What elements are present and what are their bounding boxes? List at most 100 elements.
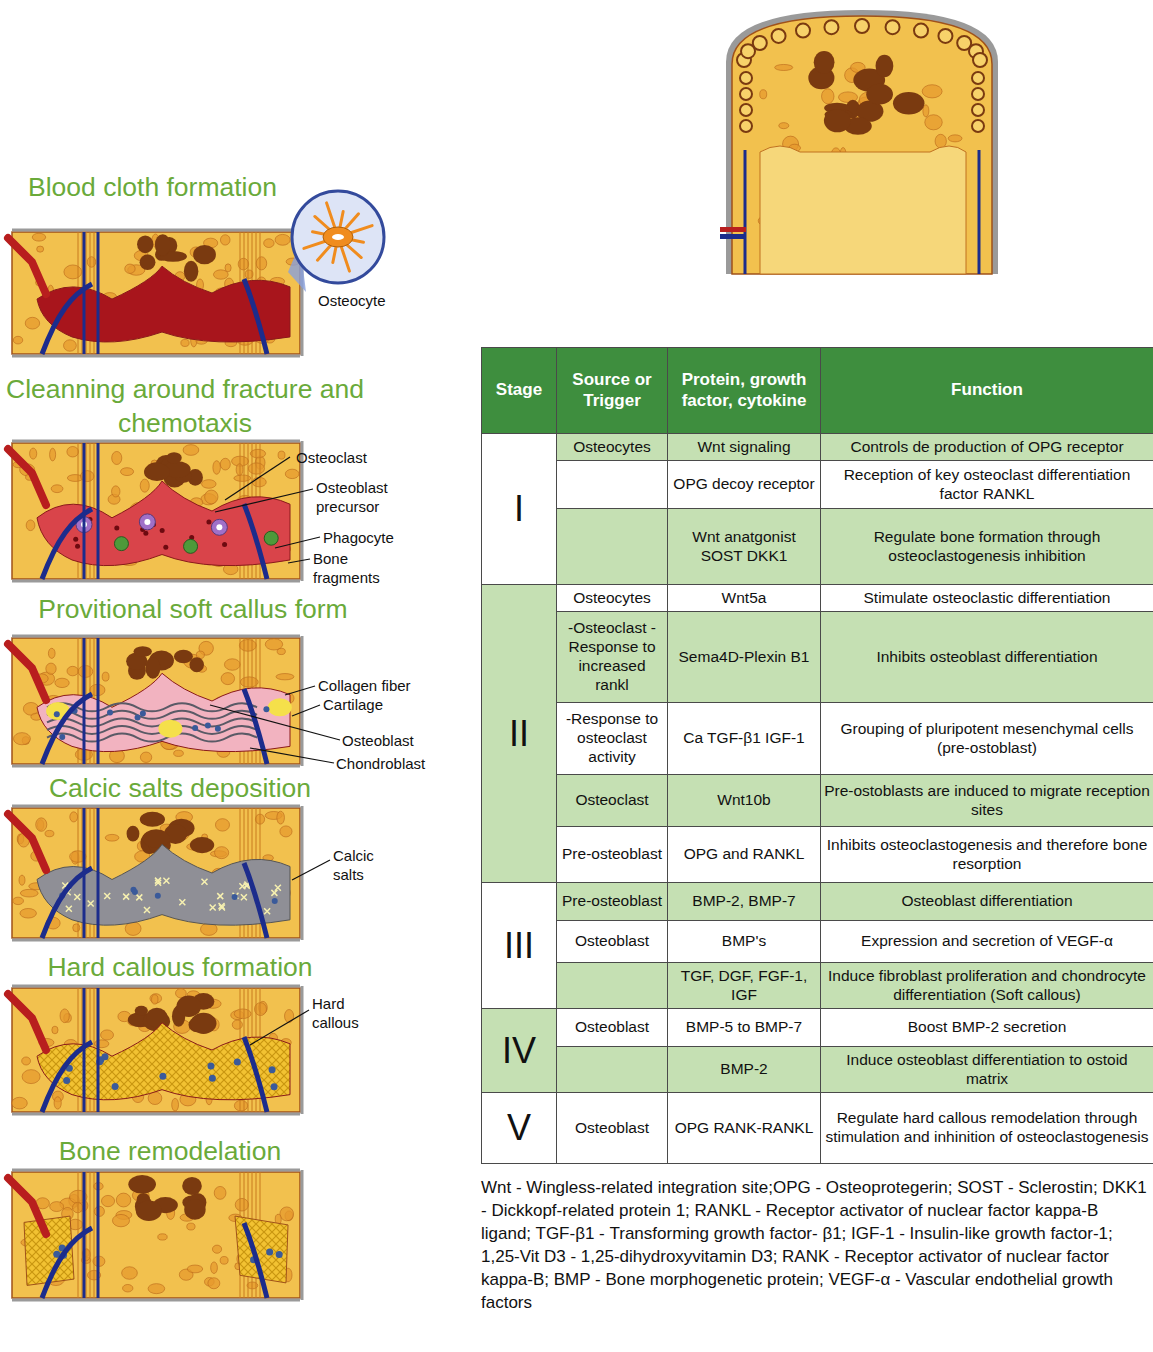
calcic-salt xyxy=(144,907,150,913)
calcic-salt xyxy=(217,893,223,899)
table-cell: Inhibits osteoblast differentiation xyxy=(820,611,1153,703)
table-cell xyxy=(556,460,668,509)
precursor-cell xyxy=(264,531,278,545)
osteoblast-cell xyxy=(102,1053,109,1060)
artery xyxy=(720,227,746,232)
spongy-bone xyxy=(760,90,767,99)
bone-illustration xyxy=(8,806,302,940)
spongy-bone xyxy=(150,994,162,1004)
table-cell-text: Controls de production of OPG receptor xyxy=(850,438,1123,457)
cortical-stripe xyxy=(98,232,99,354)
spongy-bone xyxy=(140,752,151,762)
marrow-blob xyxy=(145,657,160,679)
table-cell-text: II xyxy=(509,714,529,754)
calcic-salt xyxy=(219,905,225,911)
spongy-bone xyxy=(215,847,229,859)
spongy-bone xyxy=(48,648,55,658)
spongy-bone xyxy=(202,480,217,489)
osteon xyxy=(740,88,752,100)
cortical-stripe xyxy=(98,988,99,1112)
spongy-bone xyxy=(20,889,38,897)
table-cell: Regulate bone formation through osteocla… xyxy=(820,508,1153,585)
table-cell: Sema4D-Plexin B1 xyxy=(667,611,821,703)
osteoblast-cell xyxy=(192,725,198,731)
periosteum xyxy=(12,441,302,581)
osteon xyxy=(796,24,810,38)
table-cell-text: BMP-2 xyxy=(720,1060,767,1079)
spongy-bone xyxy=(32,233,45,241)
periosteum xyxy=(12,806,302,940)
blood-vessel xyxy=(97,1172,100,1298)
marrow-blob xyxy=(191,1013,217,1034)
callout-label: Calcic salts xyxy=(333,846,393,884)
table-cell-text: Osteoblast xyxy=(575,932,649,951)
table-cell-text: Induce fibroblast proliferation and chon… xyxy=(824,967,1150,1005)
stage-title: Cleanning around fracture and chemotaxis xyxy=(5,372,365,440)
spongy-bone xyxy=(152,995,158,1004)
spongy-bone xyxy=(213,461,221,475)
spongy-bone xyxy=(36,818,47,831)
spongy-bone xyxy=(30,448,37,459)
table-cell: Osteoclast xyxy=(556,774,668,827)
stage-cell: III xyxy=(481,882,557,1009)
osteoblast-cell xyxy=(215,726,221,732)
stage-title-panel: Cleanning around fracture and chemotaxis xyxy=(5,372,365,440)
marrow-blob xyxy=(127,826,140,842)
blood-cell xyxy=(163,545,168,550)
spongy-bone xyxy=(64,340,77,351)
spongy-bone xyxy=(13,733,30,745)
osteoblast-cell xyxy=(272,898,278,904)
table-cell: Osteoblast xyxy=(556,920,668,963)
cortical-stripe xyxy=(98,638,99,764)
table-cell-text: Inhibits osteoblast differentiation xyxy=(876,648,1097,667)
marrow-blob xyxy=(144,463,170,481)
table-cell-text: V xyxy=(507,1108,531,1148)
table-cell: TGF, DGF, FGF-1, IGF xyxy=(667,962,821,1009)
osteon xyxy=(886,20,900,34)
table-cell xyxy=(556,508,668,585)
stage-title: Hard callous formation xyxy=(20,950,340,984)
marrow-blob xyxy=(136,1201,162,1222)
table-cell: Expression and secretion of VEGF-α xyxy=(820,920,1153,963)
calcic-salt xyxy=(74,894,80,900)
table-cell-text: Osteoblast xyxy=(575,1018,649,1037)
bone-illustration xyxy=(8,230,302,356)
spongy-bone xyxy=(116,1193,130,1207)
callout-label: Osteoclast xyxy=(296,448,367,467)
spongy-bone xyxy=(252,477,266,486)
table-cell: -Response to osteoclast activity xyxy=(556,702,668,775)
table-cell-text: TGF, DGF, FGF-1, IGF xyxy=(671,967,817,1005)
table-cell-text: Osteoblast xyxy=(575,1119,649,1138)
stage-cell: I xyxy=(481,433,557,585)
table-cell-text: Pre-osteoblast xyxy=(562,892,662,911)
leader-line xyxy=(292,705,320,716)
stage-title-panel: Blood cloth formation xyxy=(5,170,300,204)
osteon xyxy=(972,88,984,100)
osteoblast-cell xyxy=(209,1075,216,1082)
table-header-cell: Protein, growth factor, cytokine xyxy=(667,347,821,434)
spongy-bone xyxy=(67,666,78,675)
marrow-blob xyxy=(133,646,151,657)
table-cell-text: BMP-5 to BMP-7 xyxy=(686,1018,802,1037)
leader-line xyxy=(225,457,290,500)
osteon xyxy=(855,19,869,33)
marrow-blob xyxy=(866,84,893,105)
osteoblast-cell xyxy=(112,1083,119,1090)
blood-cell xyxy=(143,531,148,536)
table-cell-text: I xyxy=(514,489,524,529)
spongy-bone xyxy=(948,135,962,142)
spongy-bone xyxy=(45,830,54,836)
osteoclast-cell xyxy=(216,524,222,530)
osteoblast-cell xyxy=(263,706,269,712)
table-cell: Reception of key osteoclast differentiat… xyxy=(820,460,1153,509)
table-header-cell: Source or Trigger xyxy=(556,347,668,434)
table-cell-text: -Response to osteoclast activity xyxy=(560,710,664,767)
osteocyte-nucleus xyxy=(332,234,344,240)
spongy-bone xyxy=(250,449,265,458)
spongy-bone xyxy=(101,1195,114,1206)
spongy-bone xyxy=(280,1207,294,1221)
calcic-salt xyxy=(179,899,185,905)
marrow-blob xyxy=(140,812,165,827)
table-cell-text: Pre-osteoblast xyxy=(562,845,662,864)
blood-vessel xyxy=(97,988,100,1112)
